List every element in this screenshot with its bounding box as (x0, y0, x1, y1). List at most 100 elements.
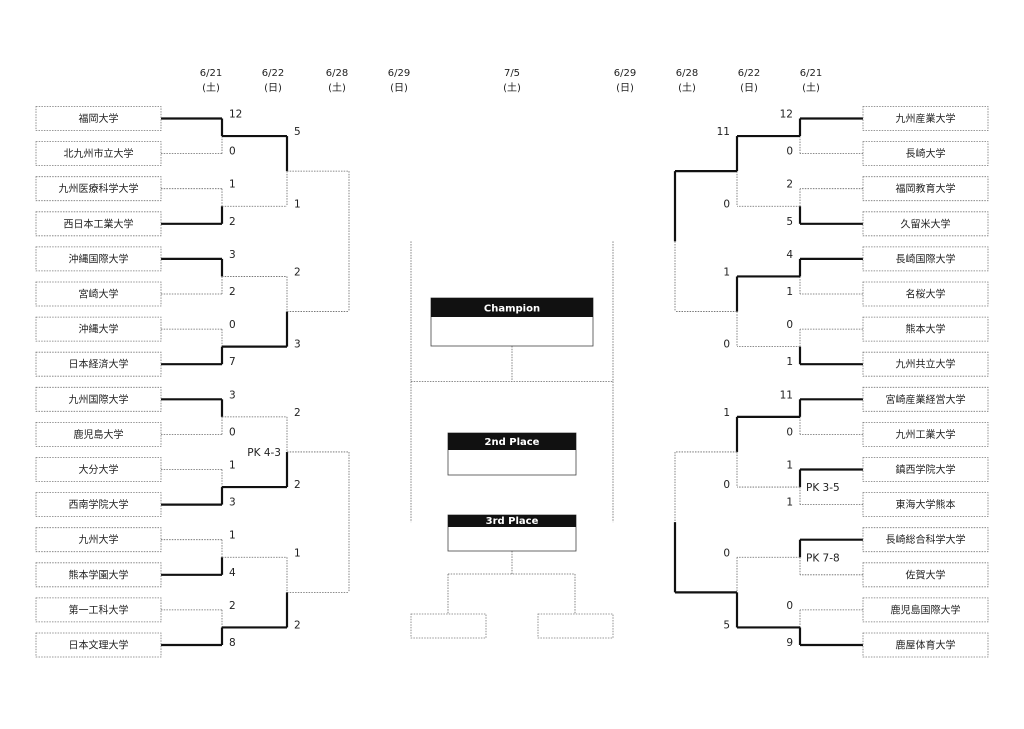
score: 3 (229, 497, 236, 509)
score: 4 (229, 567, 236, 579)
score: 0 (723, 479, 730, 491)
score: 12 (780, 109, 793, 121)
score: 8 (229, 637, 236, 649)
date-label: 6/22 (262, 68, 284, 79)
team-box (35, 597, 162, 623)
team-name: 福岡教育大学 (896, 182, 956, 195)
team-name: 鎮西学院大学 (896, 463, 956, 476)
score: 0 (723, 547, 730, 559)
score: 1 (229, 530, 236, 542)
team-box (862, 421, 989, 447)
team-box (862, 457, 989, 482)
team-name: 日本経済大学 (69, 358, 129, 371)
score: 1 (723, 266, 730, 278)
score: 7 (229, 356, 236, 368)
score: 1 (786, 356, 793, 368)
team-name: 鹿児島国際大学 (891, 603, 961, 616)
team-name: 名桜大学 (906, 288, 946, 301)
team-name: 沖縄国際大学 (69, 252, 129, 265)
team-box (862, 386, 989, 412)
date-label: 6/28 (326, 68, 348, 79)
date-label: 6/21 (200, 68, 222, 79)
score: 0 (723, 339, 730, 351)
score: 11 (717, 126, 730, 138)
score: 2 (229, 216, 236, 228)
team-name: 九州大学 (79, 533, 119, 546)
team-name: 西南学院大学 (69, 498, 129, 511)
score: 2 (294, 479, 301, 491)
pk-note: PK 7-8 (806, 552, 840, 564)
score: 2 (294, 266, 301, 278)
team-box (862, 281, 989, 307)
team-boxes: 福岡大学北九州市立大学九州医療科学大学西日本工業大学沖縄国際大学宮崎大学沖縄大学… (35, 106, 989, 658)
score: 2 (294, 407, 301, 419)
bracket-lines (161, 117, 863, 647)
second-place-header-bar (448, 433, 576, 450)
champion: Champion (430, 297, 594, 347)
team-box (862, 176, 989, 202)
team-box (35, 211, 162, 237)
team-name: 久留米大学 (901, 217, 951, 230)
score: 0 (229, 426, 236, 438)
team-name: 九州工業大学 (896, 428, 956, 441)
team-name: 長崎国際大学 (896, 252, 956, 265)
team-box (862, 211, 989, 237)
day-label: (土) (802, 81, 820, 94)
third-place-slot (410, 613, 487, 639)
team-box (862, 141, 989, 167)
team-box (35, 106, 162, 131)
team-name: 長崎総合科学大学 (886, 533, 966, 546)
pk-note: PK 3-5 (806, 482, 840, 494)
pk-note: PK 4-3 (247, 447, 281, 459)
third-place-label: 3rd Place (486, 516, 539, 527)
team-box (862, 632, 989, 658)
team-box (862, 527, 989, 553)
team-name: 鹿屋体育大学 (896, 639, 956, 652)
team-box (862, 351, 989, 377)
score: 1 (294, 547, 301, 559)
team-box (35, 141, 162, 167)
team-name: 佐賀大学 (906, 568, 946, 581)
team-box (862, 246, 989, 272)
team-name: 沖縄大学 (79, 323, 119, 336)
team-box (35, 351, 162, 377)
team-box (862, 106, 989, 131)
score: 0 (229, 146, 236, 158)
score: 0 (786, 146, 793, 158)
team-box (35, 246, 162, 272)
score: 1 (229, 179, 236, 191)
score: 2 (294, 619, 301, 631)
day-label: (日) (390, 83, 408, 94)
score: 1 (786, 497, 793, 509)
score: 4 (786, 249, 793, 261)
team-name: 九州共立大学 (896, 358, 956, 371)
score: 3 (294, 339, 301, 351)
team-name: 長崎大学 (906, 147, 946, 160)
score: 2 (229, 286, 236, 298)
team-name: 東海大学熊本 (896, 498, 956, 511)
date-label: 7/5 (504, 68, 520, 79)
day-label: (日) (264, 83, 282, 94)
team-name: 鹿児島大学 (74, 428, 124, 441)
score: 2 (229, 600, 236, 612)
score: 5 (786, 216, 793, 228)
third-place-header-bar (448, 515, 576, 527)
date-label: 6/29 (388, 68, 410, 79)
team-box (862, 597, 989, 623)
team-box (862, 562, 989, 588)
third-place: 3rd Place (447, 514, 577, 552)
team-box (862, 316, 989, 342)
score: 5 (294, 126, 301, 138)
team-box (35, 527, 162, 553)
date-label: 6/21 (800, 68, 822, 79)
score: 0 (786, 426, 793, 438)
team-name: 九州国際大学 (69, 393, 129, 406)
team-box (35, 632, 162, 658)
team-box (35, 421, 162, 447)
day-label: (日) (616, 83, 634, 94)
team-name: 第一工科大学 (69, 603, 129, 616)
team-name: 福岡大学 (79, 112, 119, 125)
